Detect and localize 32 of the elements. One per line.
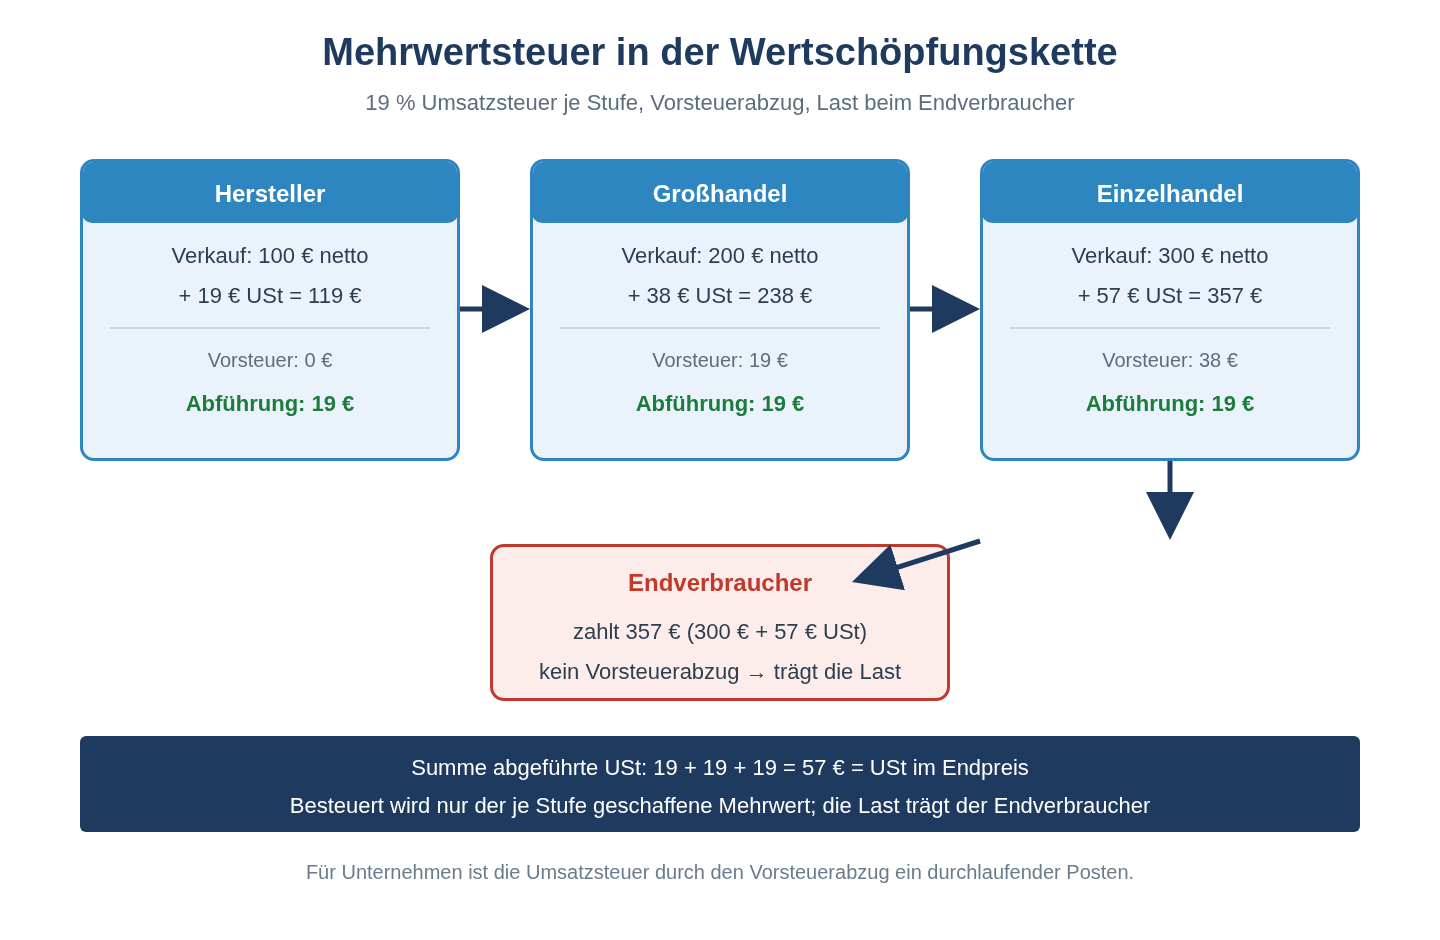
burden-text: kein Vorsteuerabzug → trägt die Last	[539, 658, 901, 686]
summary-bar	[80, 736, 1360, 832]
stage-title: Großhandel	[652, 179, 788, 209]
remittance-text: Abführung: 19 €	[1085, 390, 1255, 418]
arrow	[460, 285, 530, 333]
consumer-box	[490, 544, 950, 701]
summary-text: Besteuert wird nur der je Stufe geschaffene Mehrwert; die Last trägt der Endverbraucher	[289, 792, 1151, 820]
sales-text: Verkauf: 100 € netto	[171, 242, 369, 270]
remittance-text: Abführung: 19 €	[185, 390, 355, 418]
sales-text: Verkauf: 300 € netto	[1071, 242, 1269, 270]
footnote: Für Unternehmen ist die Umsatzsteuer durch den Vorsteuerabzug ein durchlaufender Posten.	[305, 860, 1135, 884]
tax-calc-text: + 38 € USt = 238 €	[627, 282, 813, 310]
sales-text: Verkauf: 200 € netto	[621, 242, 819, 270]
input-tax-text: Vorsteuer: 19 €	[652, 348, 788, 372]
stage-title: Einzelhandel	[1096, 179, 1244, 209]
payment-text: zahlt 357 € (300 € + 57 € USt)	[572, 618, 868, 646]
input-tax-text: Vorsteuer: 0 €	[207, 348, 333, 372]
remittance-text: Abführung: 19 €	[635, 390, 805, 418]
subtitle: 19 % Umsatzsteuer je Stufe, Vorsteuerabzug, Last beim Endverbraucher	[365, 89, 1075, 117]
tax-calc-text: + 57 € USt = 357 €	[1077, 282, 1263, 310]
stage-card	[980, 159, 1360, 461]
tax-calc-text: + 19 € USt = 119 €	[178, 282, 362, 310]
consumer-title: Endverbraucher	[627, 568, 813, 598]
arrow	[910, 285, 980, 333]
arrow	[852, 538, 981, 591]
input-tax-text: Vorsteuer: 38 €	[1102, 348, 1238, 372]
summary-text: Summe abgeführte USt: 19 + 19 + 19 = 57 € = USt im Endpreis	[411, 754, 1029, 782]
stage-title: Hersteller	[214, 179, 326, 209]
stage-card	[80, 159, 460, 461]
arrow	[1146, 461, 1194, 540]
stage-card	[530, 159, 910, 461]
diagram-title: Mehrwertsteuer in der Wertschöpfungskette	[322, 30, 1118, 76]
